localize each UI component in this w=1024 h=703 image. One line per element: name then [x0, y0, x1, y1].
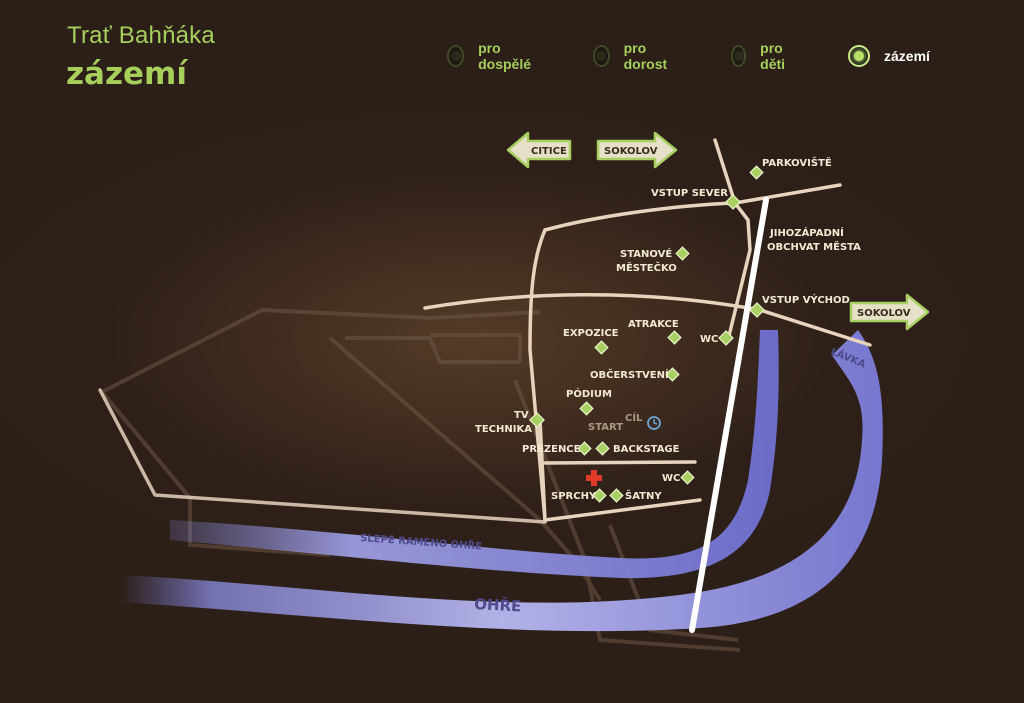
marker-expozice[interactable] — [594, 340, 609, 355]
map-markers — [529, 165, 765, 503]
marker-atrakce[interactable] — [667, 330, 682, 345]
label-bypass-2: OBCHVAT MĚSTA — [767, 240, 861, 253]
marker-stanove-mestecko[interactable] — [675, 246, 690, 261]
bypass-road — [689, 197, 769, 633]
oxbow-channel — [170, 330, 779, 579]
marker-vstup-sever[interactable] — [725, 194, 741, 210]
clock-icon[interactable] — [647, 416, 661, 430]
radio-dot-icon — [447, 45, 465, 67]
nav-item-pro-dorost[interactable]: pro dorost — [593, 40, 673, 72]
nav-label: pro dorost — [623, 40, 668, 72]
nav-label: pro děti — [760, 40, 786, 72]
label-wc-lower: WC — [662, 473, 680, 484]
direction-sign-sokolov-right[interactable]: SOKOLOV — [849, 293, 930, 331]
marker-backstage[interactable] — [595, 441, 610, 456]
label-satny: ŠATNY — [625, 489, 662, 502]
marker-prezence[interactable] — [577, 441, 592, 456]
nav-label: pro dospělé — [478, 40, 532, 72]
label-stanove-1: STANOVÉ — [620, 247, 672, 260]
direction-sign-sokolov-top[interactable]: SOKOLOV — [596, 131, 678, 169]
direction-sign-citice[interactable]: CITICE — [506, 131, 572, 169]
roads — [98, 138, 872, 524]
label-start: START — [588, 422, 623, 433]
label-obcerstveni: OBČERSTVENÍ — [590, 368, 669, 381]
marker-vstup-vychod[interactable] — [749, 302, 765, 318]
label-ohre: OHŘE — [474, 594, 522, 615]
page-subtitle: zázemí — [66, 56, 187, 92]
sign-label-sokolov-right: SOKOLOV — [857, 308, 911, 319]
nav-label: zázemí — [884, 48, 930, 64]
label-sprchy: SPRCHY — [551, 491, 597, 502]
label-vstup-sever: VSTUP SEVER — [651, 188, 728, 199]
label-podium: PÓDIUM — [566, 387, 612, 400]
marker-sprchy[interactable] — [592, 488, 607, 503]
radio-dot-icon — [593, 45, 610, 67]
marker-satny[interactable] — [609, 488, 624, 503]
marker-obcerstveni[interactable] — [665, 367, 680, 382]
label-wc-upper: WC — [700, 334, 718, 345]
label-vstup-vychod: VSTUP VÝCHOD — [762, 293, 850, 306]
first-aid-cross-icon[interactable] — [586, 470, 602, 486]
sign-label-sokolov-top: SOKOLOV — [604, 146, 658, 157]
label-backstage: BACKSTAGE — [613, 444, 680, 455]
label-bypass-1: JIHOZÁPADNÍ — [769, 226, 844, 239]
page-title: Trať Bahňáka — [67, 22, 215, 49]
radio-dot-active-icon — [848, 45, 870, 67]
label-parkoviste: PARKOVIŠTĚ — [762, 156, 832, 169]
nav-item-pro-deti[interactable]: pro děti — [731, 40, 792, 72]
marker-parkoviste[interactable] — [749, 165, 764, 180]
marker-podium[interactable] — [579, 401, 594, 416]
marker-tv-technika[interactable] — [529, 412, 545, 428]
label-stanove-2: MĚSTEČKO — [616, 261, 677, 274]
river-ohre — [120, 330, 883, 632]
sign-label-citice: CITICE — [531, 146, 567, 157]
label-prezence: PREZENCE — [522, 444, 581, 455]
radio-dot-icon — [731, 45, 747, 67]
label-cil: CÍL — [625, 411, 643, 424]
marker-wc-lower[interactable] — [680, 470, 695, 485]
nav-item-zazemi[interactable]: zázemí — [848, 43, 930, 69]
label-expozice: EXPOZICE — [563, 328, 619, 339]
label-technika: TECHNIKA — [475, 424, 532, 435]
map-labels: PARKOVIŠTĚ VSTUP SEVER STANOVÉ MĚSTEČKO … — [475, 156, 861, 502]
nav-item-pro-dospele[interactable]: pro dospělé — [447, 40, 536, 72]
label-tv: TV — [514, 410, 529, 421]
label-atrakce: ATRAKCE — [628, 319, 679, 330]
marker-wc-upper[interactable] — [718, 330, 734, 346]
